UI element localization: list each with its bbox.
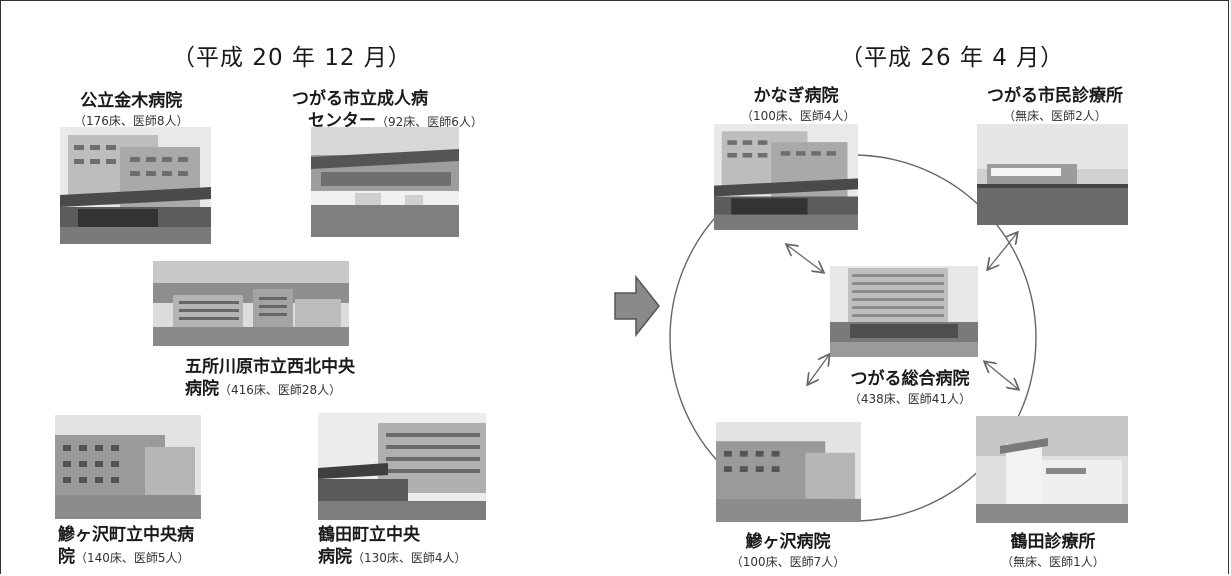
hospital-name: つがる市立成人病: [292, 89, 428, 109]
hospital-name-line2: 病院（130床、医師4人）: [318, 547, 467, 567]
facility-detail: （無床、医師1人）: [1001, 555, 1105, 569]
photo-tsugaru-shimin-clinic: [977, 124, 1128, 225]
facility-detail: （100床、医師4人）: [741, 109, 856, 123]
double-headed-arrow-icon: [985, 362, 1018, 389]
hospital-name: 鰺ヶ沢町立中央病: [58, 525, 194, 545]
photo-goshogawara-seihoku-hospital: [153, 261, 349, 346]
hospital-name-line2: 院（140床、医師5人）: [58, 547, 190, 567]
facility-tsugaru-clinic-label: つがる市民診療所 （無床、医師2人）: [975, 85, 1135, 124]
facility-name: 鶴田診療所: [1010, 532, 1096, 552]
facility-name: つがる市民診療所: [987, 86, 1123, 106]
photo-kanagi-hospital: [714, 124, 858, 230]
hub-detail: （438床、医師41人）: [848, 392, 972, 406]
facility-detail: （100床、医師7人）: [730, 555, 846, 569]
right-arrow-icon: [614, 275, 660, 337]
photo-tsugaru-seijinbyo-center: [311, 127, 459, 237]
double-headed-arrow-icon: [808, 355, 829, 384]
facility-kanagi-label: かなぎ病院 （100床、医師4人）: [741, 85, 856, 124]
photo-tsugaru-general-hospital: [830, 266, 978, 357]
photo-ajigasawa-hospital: [716, 422, 861, 522]
photo-tsuruta-chuo-hospital: [318, 413, 486, 520]
hospital-ajigasawa-label: 鰺ヶ沢町立中央病 院（140床、医師5人）: [58, 524, 194, 569]
photo-tsuruta-clinic: [976, 416, 1128, 523]
hospital-name: 公立金木病院: [80, 91, 183, 111]
facility-detail: （無床、医師2人）: [1003, 109, 1107, 123]
hospital-name: 五所川原市立西北中央: [185, 357, 355, 377]
hospital-goshogawara-label: 五所川原市立西北中央 病院（416床、医師28人）: [185, 356, 355, 401]
hospital-kanagi-label: 公立金木病院 （176床、医師8人）: [74, 90, 189, 129]
before-heading: （平成 20 年 12 月）: [172, 45, 412, 71]
facility-tsuruta-clinic-label: 鶴田診療所 （無床、医師1人）: [988, 531, 1118, 570]
hospital-name: 鶴田町立中央: [318, 525, 420, 545]
facility-name: 鰺ヶ沢病院: [745, 532, 831, 552]
after-heading: （平成 26 年 4 月）: [840, 45, 1065, 71]
hub-hospital-label: つがる総合病院 （438床、医師41人）: [840, 368, 980, 407]
hospital-tsugaru-seijinbyo-label: つがる市立成人病 センター（92床、医師6人）: [292, 88, 483, 133]
hub-name: つがる総合病院: [850, 369, 970, 389]
hospital-tsuruta-label: 鶴田町立中央 病院（130床、医師4人）: [318, 524, 467, 569]
hospital-name-line2: センター（92床、医師6人）: [308, 111, 483, 131]
photo-ajigasawa-chuo-hospital: [55, 415, 201, 519]
double-headed-arrow-icon: [787, 245, 823, 272]
double-headed-arrow-icon: [988, 233, 1017, 269]
facility-name: かなぎ病院: [753, 86, 839, 106]
facility-ajigasawa-label: 鰺ヶ沢病院 （100床、医師7人）: [728, 531, 848, 570]
photo-kanagi-hospital: [60, 127, 211, 244]
hospital-detail: （176床、医師8人）: [74, 114, 189, 128]
hospital-name-line2: 病院（416床、医師28人）: [185, 379, 342, 399]
